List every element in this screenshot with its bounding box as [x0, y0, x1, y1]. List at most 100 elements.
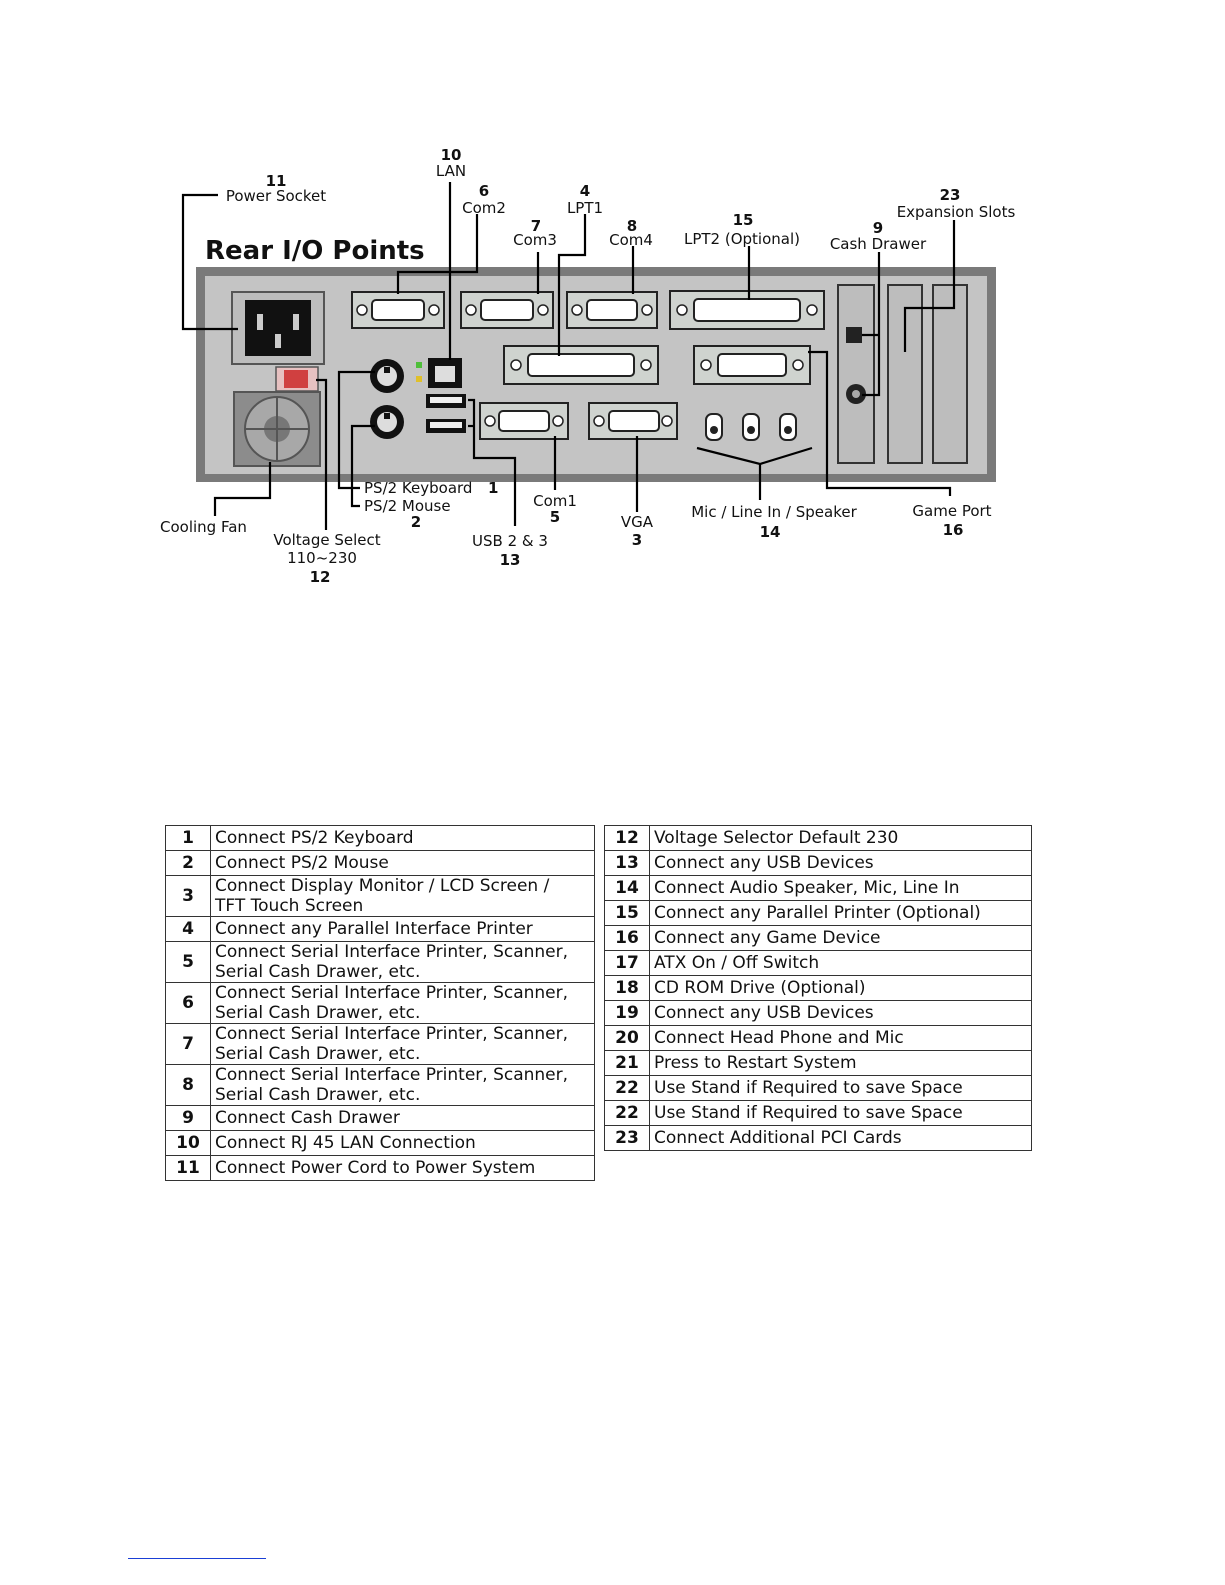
svg-text:14: 14 [760, 523, 781, 541]
usb-ports-icon [426, 394, 466, 433]
legend-number: 16 [604, 925, 650, 951]
svg-text:1: 1 [488, 479, 498, 497]
legend-description: Use Stand if Required to save Space [649, 1100, 1032, 1126]
svg-text:110~230: 110~230 [287, 549, 357, 567]
legend-description: Connect any Parallel Interface Printer [210, 916, 595, 942]
svg-text:9: 9 [873, 219, 883, 237]
legend-number: 13 [604, 850, 650, 876]
legend-number: 15 [604, 900, 650, 926]
legend-number: 22 [604, 1075, 650, 1101]
svg-text:Cooling Fan: Cooling Fan [160, 518, 247, 536]
legend-description: Connect Additional PCI Cards [649, 1125, 1032, 1151]
footnote-separator [128, 1558, 266, 1559]
svg-text:16: 16 [943, 521, 964, 539]
legend-number: 18 [604, 975, 650, 1001]
com3-port-icon [460, 291, 554, 329]
legend-description: Connect any Game Device [649, 925, 1032, 951]
callout-9: 9 Cash Drawer [830, 219, 927, 253]
callout-23: 23 Expansion Slots [897, 186, 1016, 221]
ps2-keyboard-icon [370, 359, 404, 393]
svg-text:15: 15 [733, 211, 754, 229]
svg-text:Voltage Select: Voltage Select [273, 531, 380, 549]
legend-number: 11 [165, 1155, 211, 1181]
callout-5: Com1 5 [533, 492, 577, 526]
callout-11: 11 Power Socket [226, 172, 326, 205]
legend-description: Connect RJ 45 LAN Connection [210, 1130, 595, 1156]
callout-cooling-fan: Cooling Fan [160, 518, 247, 536]
audio-jacks-icon [705, 413, 797, 441]
svg-text:Com1: Com1 [533, 492, 577, 510]
svg-text:13: 13 [500, 551, 521, 569]
legend-number: 21 [604, 1050, 650, 1076]
svg-text:Com3: Com3 [513, 231, 557, 249]
callout-16: Game Port 16 [912, 502, 991, 539]
legend-description: Use Stand if Required to save Space [649, 1075, 1032, 1101]
svg-text:LPT1: LPT1 [567, 199, 603, 217]
callout-12: Voltage Select 110~230 12 [273, 531, 380, 586]
legend-number: 6 [165, 982, 211, 1024]
svg-text:Mic / Line In / Speaker: Mic / Line In / Speaker [691, 503, 857, 521]
svg-text:LPT2 (Optional): LPT2 (Optional) [684, 230, 800, 248]
legend-description: Connect Audio Speaker, Mic, Line In [649, 875, 1032, 901]
svg-text:5: 5 [550, 508, 560, 526]
ps2-mouse-icon [370, 405, 404, 439]
com4-port-icon [566, 291, 658, 329]
legend-description: Connect Serial Interface Printer, Scanne… [210, 982, 595, 1024]
legend-number: 5 [165, 941, 211, 983]
legend-description: Connect Serial Interface Printer, Scanne… [210, 941, 595, 983]
legend-description: CD ROM Drive (Optional) [649, 975, 1032, 1001]
svg-text:Com2: Com2 [462, 199, 506, 217]
legend-description: Connect Display Monitor / LCD Screen / T… [210, 875, 595, 917]
cash-drawer-port-icon [846, 327, 866, 404]
svg-text:PS/2 Keyboard: PS/2 Keyboard [364, 479, 472, 497]
legend-description: Connect Serial Interface Printer, Scanne… [210, 1064, 595, 1106]
svg-text:4: 4 [580, 182, 590, 200]
com2-port-icon [351, 291, 445, 329]
legend-description: Connect PS/2 Keyboard [210, 825, 595, 851]
svg-text:VGA: VGA [621, 513, 654, 531]
callout-15: 15 LPT2 (Optional) [684, 211, 800, 248]
callout-6: 6 Com2 [462, 182, 506, 217]
callout-10: 10 LAN [436, 146, 466, 180]
callout-13: USB 2 & 3 13 [472, 532, 548, 569]
svg-text:7: 7 [531, 217, 541, 235]
legend-description: Connect any Parallel Printer (Optional) [649, 900, 1032, 926]
callout-14: Mic / Line In / Speaker 14 [691, 503, 857, 541]
legend-number: 20 [604, 1025, 650, 1051]
legend-description: Connect Power Cord to Power System [210, 1155, 595, 1181]
callout-8: 8 Com4 [609, 217, 653, 249]
legend-description: Voltage Selector Default 230 [649, 825, 1032, 851]
svg-text:6: 6 [479, 182, 489, 200]
svg-text:Game Port: Game Port [912, 502, 991, 520]
diagram-title: Rear I/O Points [205, 236, 425, 266]
svg-text:Power Socket: Power Socket [226, 187, 326, 205]
svg-text:2: 2 [411, 513, 421, 531]
legend-description: Connect Head Phone and Mic [649, 1025, 1032, 1051]
legend-description: Press to Restart System [649, 1050, 1032, 1076]
svg-text:23: 23 [940, 186, 961, 204]
legend-number: 14 [604, 875, 650, 901]
svg-text:Expansion Slots: Expansion Slots [897, 203, 1016, 221]
svg-text:10: 10 [441, 146, 462, 164]
lpt2-port-icon [669, 290, 825, 330]
legend-number: 8 [165, 1064, 211, 1106]
lan-port-icon [416, 358, 462, 388]
cooling-fan-icon [233, 391, 321, 467]
legend-number: 12 [604, 825, 650, 851]
vga-port-icon [588, 402, 678, 440]
